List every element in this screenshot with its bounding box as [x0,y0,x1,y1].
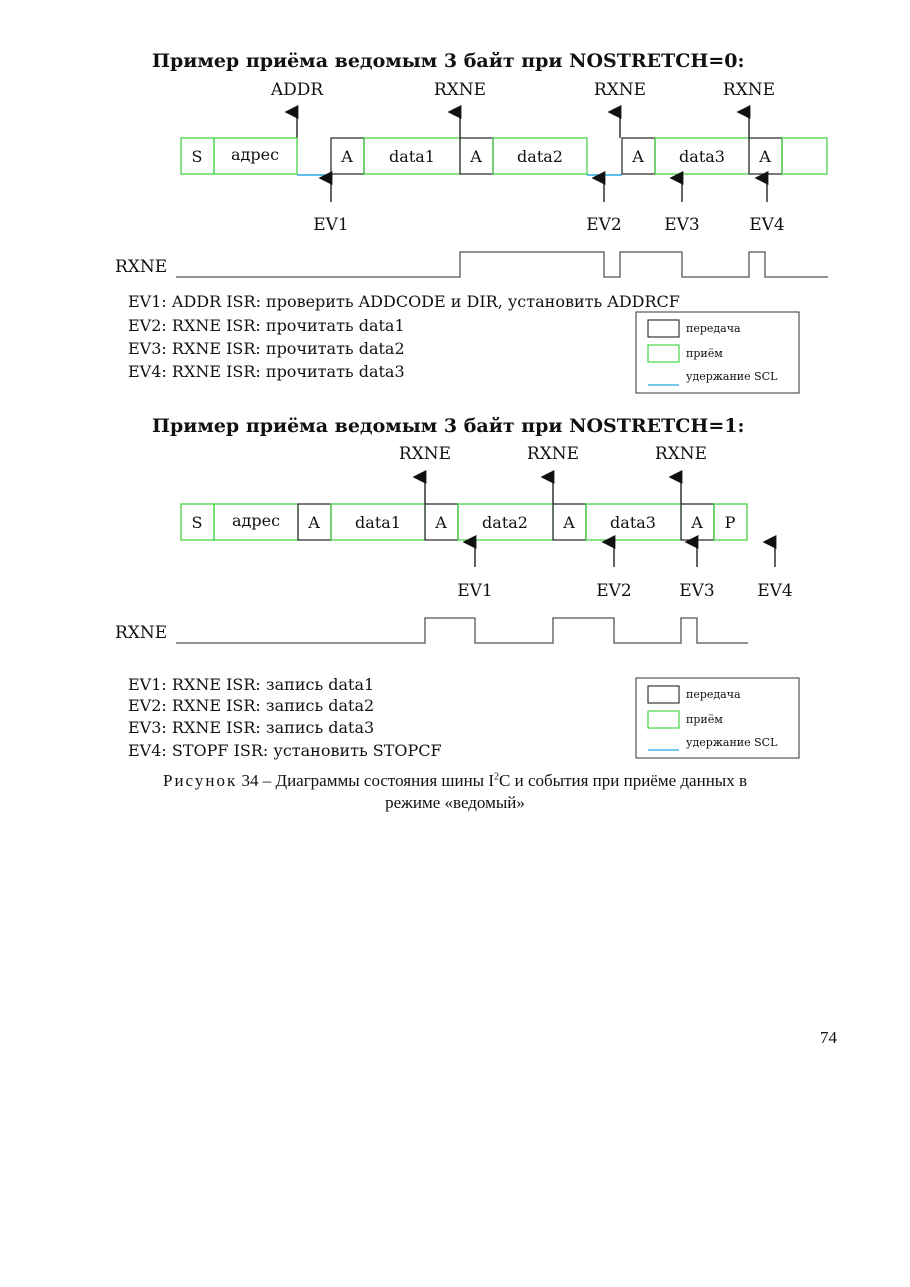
event-description: EV4: RXNE ISR: прочитать data3 [128,362,405,381]
event-label: EV3 [679,581,715,601]
event-label: EV2 [586,215,622,235]
frame-label: A [631,147,644,166]
figure-caption: Рисунок 34 – Диаграммы состояния шины I2… [0,770,910,814]
frame-label: P [725,513,736,532]
caption-line-2: режиме «ведомый» [385,793,525,812]
event-description: EV3: RXNE ISR: прочитать data2 [128,339,405,358]
legend-swatch-transmit [647,319,680,338]
event-description: EV3: RXNE ISR: запись data3 [128,718,374,737]
legend-swatch-receive [647,344,680,363]
top-label-rxne: RXNE [399,444,451,464]
legend-label: удержание SCL [686,370,778,383]
frame-label: data2 [482,513,528,532]
event-description: EV1: ADDR ISR: проверить ADDCODE и DIR, … [128,292,680,311]
section2-title: Пример приёма ведомым 3 байт при NOSTRET… [152,415,745,437]
frame-label: A [690,513,703,532]
frame-label: data1 [389,147,435,166]
signal-label: RXNE [115,257,167,277]
section1-title: Пример приёма ведомым 3 байт при NOSTRET… [152,50,745,72]
event-description: EV1: RXNE ISR: запись data1 [128,675,374,694]
top-label-rxne: RXNE [434,80,486,100]
rxne-waveform [176,617,748,644]
caption-line-1: Рисунок 34 – Диаграммы состояния шины I2… [0,770,910,792]
frame-stop-cell [713,503,748,541]
frame-label: data3 [679,147,725,166]
caption-text-b: C и события при приёме данных в [499,771,747,790]
event-label: EV1 [457,581,493,601]
frame-label: data2 [517,147,563,166]
signal-label: RXNE [115,623,167,643]
legend-label: удержание SCL [686,736,778,749]
legend-box [635,311,800,394]
frame-label: A [469,147,482,166]
legend-swatch-transmit [647,685,680,704]
legend-label: передача [686,688,741,701]
frame-label: data3 [610,513,656,532]
frame-label: A [758,147,771,166]
event-label: EV3 [664,215,700,235]
event-label: EV1 [313,215,349,235]
frame-label: адрес [231,145,279,164]
event-description: EV2: RXNE ISR: прочитать data1 [128,316,405,335]
event-label: EV4 [749,215,785,235]
top-label-addr: ADDR [270,80,325,100]
top-label-rxne: RXNE [723,80,775,100]
frame-tail-cell [781,137,828,175]
page-number: 74 [820,1028,837,1047]
frame-label: адрес [232,511,280,530]
rxne-waveform [176,251,828,278]
legend-swatch-receive [647,710,680,729]
caption-text-a: 34 – Диаграммы состояния шины I [237,771,495,790]
frame-address-cell [213,137,298,175]
event-description: EV2: RXNE ISR: запись data2 [128,696,374,715]
legend-label: приём [686,347,723,360]
event-label: EV4 [757,581,793,601]
top-label-rxne: RXNE [527,444,579,464]
caption-superscript: 2 [494,771,500,783]
frame-label: A [340,147,353,166]
caption-prefix: Рисунок [162,771,238,790]
top-label-rxne: RXNE [655,444,707,464]
top-label-rxne: RXNE [594,80,646,100]
frame-label: S [192,147,203,166]
event-label: EV2 [596,581,632,601]
frame-label: A [307,513,320,532]
legend-box [635,677,800,759]
legend-label: передача [686,322,741,335]
frame-data-cell [492,137,588,175]
legend-label: приём [686,713,723,726]
frame-label: data1 [355,513,401,532]
frame-label: S [192,513,203,532]
frame-label: A [434,513,447,532]
frame-label: A [562,513,575,532]
event-description: EV4: STOPF ISR: установить STOPCF [128,741,442,760]
